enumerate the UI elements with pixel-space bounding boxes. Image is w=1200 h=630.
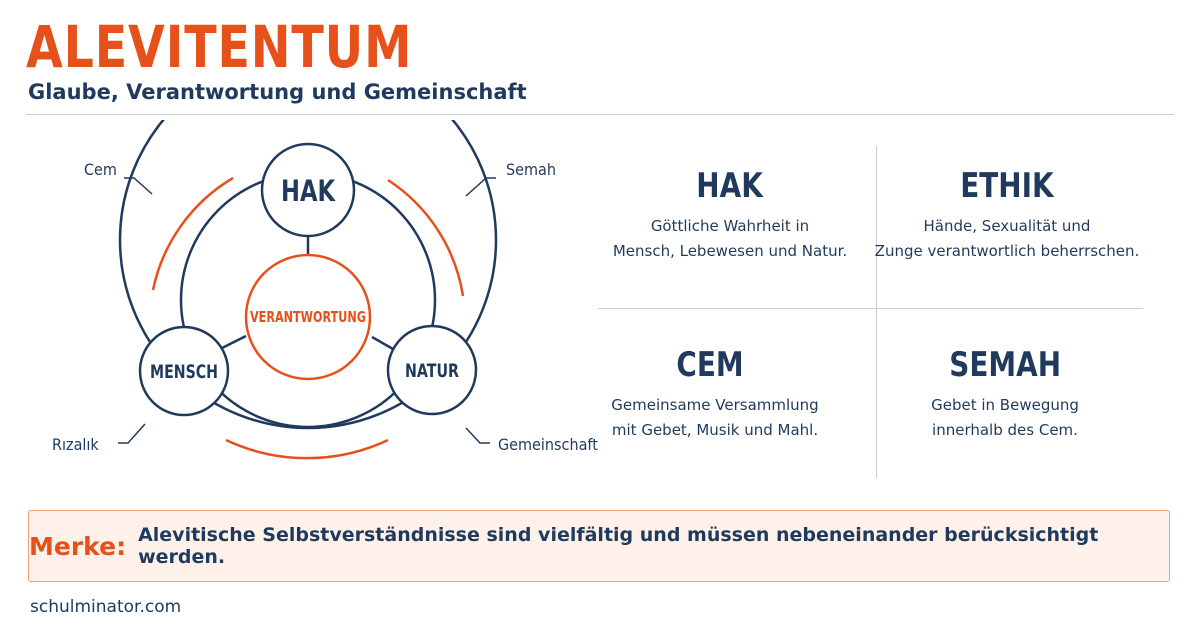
orange-arc-right xyxy=(387,178,465,297)
cell-line: Göttliche Wahrheit in xyxy=(650,217,810,235)
cell-text: Gemeinsame Versammlung mit Gebet, Musik … xyxy=(580,393,850,443)
leader-semah xyxy=(465,177,496,197)
hak-node-label: HAK xyxy=(281,174,336,208)
center-label: VERANTWORTUNG xyxy=(250,308,366,326)
orange-arc-bottom xyxy=(225,438,389,460)
grid-cell-hak: HAK Göttliche Wahrheit in Mensch, Lebewe… xyxy=(595,166,865,264)
cell-heading: HAK xyxy=(696,166,764,206)
cell-line: Gebet in Bewegung xyxy=(931,396,1079,414)
note-label: Merke: xyxy=(29,531,127,561)
cell-heading: SEMAH xyxy=(949,345,1061,385)
annotation-rizalik: Rızalık xyxy=(52,435,99,454)
note-text: Alevitische Selbstverständnisse sind vie… xyxy=(138,524,1099,568)
leader-rizalik xyxy=(118,423,146,444)
orange-arc-left xyxy=(151,176,234,291)
cell-heading: CEM xyxy=(676,345,744,385)
merke-note-box: Merke: Alevitische Selbstverständnisse s… xyxy=(28,510,1170,582)
cell-text: Gebet in Bewegung innerhalb des Cem. xyxy=(870,393,1140,443)
leader-gemeinschaft xyxy=(465,427,490,444)
connector-natur-center xyxy=(371,335,394,351)
grid-divider-vertical xyxy=(876,146,877,478)
hak-node xyxy=(260,142,356,238)
grid-cell-semah: SEMAH Gebet in Bewegung innerhalb des Ce… xyxy=(870,345,1140,443)
leader-cem xyxy=(124,177,153,195)
alevi-concept-diagram: VERANTWORTUNG HAK MENSCH NATUR xyxy=(118,120,498,460)
cell-line: Mensch, Lebewesen und Natur. xyxy=(612,242,848,260)
cell-line: Hände, Sexualität und xyxy=(923,217,1091,235)
cell-text: Göttliche Wahrheit in Mensch, Lebewesen … xyxy=(595,214,865,264)
center-circle xyxy=(244,253,372,381)
grid-cell-cem: CEM Gemeinsame Versammlung mit Gebet, Mu… xyxy=(580,345,850,443)
cell-heading: ETHIK xyxy=(960,166,1054,206)
connector-mensch-center xyxy=(221,334,247,350)
grid-cell-ethik: ETHIK Hände, Sexualität und Zunge verant… xyxy=(872,166,1142,264)
page-subtitle: Glaube, Verantwortung und Gemeinschaft xyxy=(28,80,527,104)
annotation-semah: Semah xyxy=(506,160,556,179)
cell-text: Hände, Sexualität und Zunge verantwortli… xyxy=(872,214,1142,264)
cell-line: mit Gebet, Musik und Mahl. xyxy=(611,421,819,439)
mensch-node xyxy=(138,325,230,417)
mensch-node-label: MENSCH xyxy=(150,361,218,383)
annotation-cem: Cem xyxy=(84,160,117,179)
page-title: ALEVITENTUM xyxy=(26,13,413,81)
grid-divider-horizontal xyxy=(598,308,1143,309)
natur-node-label: NATUR xyxy=(405,360,459,382)
header-divider xyxy=(26,114,1174,115)
cell-line: innerhalb des Cem. xyxy=(932,421,1078,439)
cell-line: Gemeinsame Versammlung xyxy=(611,396,819,414)
annotation-gemeinschaft: Gemeinschaft xyxy=(498,435,598,454)
cell-line: Zunge verantwortlich beherrschen. xyxy=(874,242,1140,260)
footer-source: schulminator.com xyxy=(30,597,182,617)
natur-node xyxy=(386,324,478,416)
